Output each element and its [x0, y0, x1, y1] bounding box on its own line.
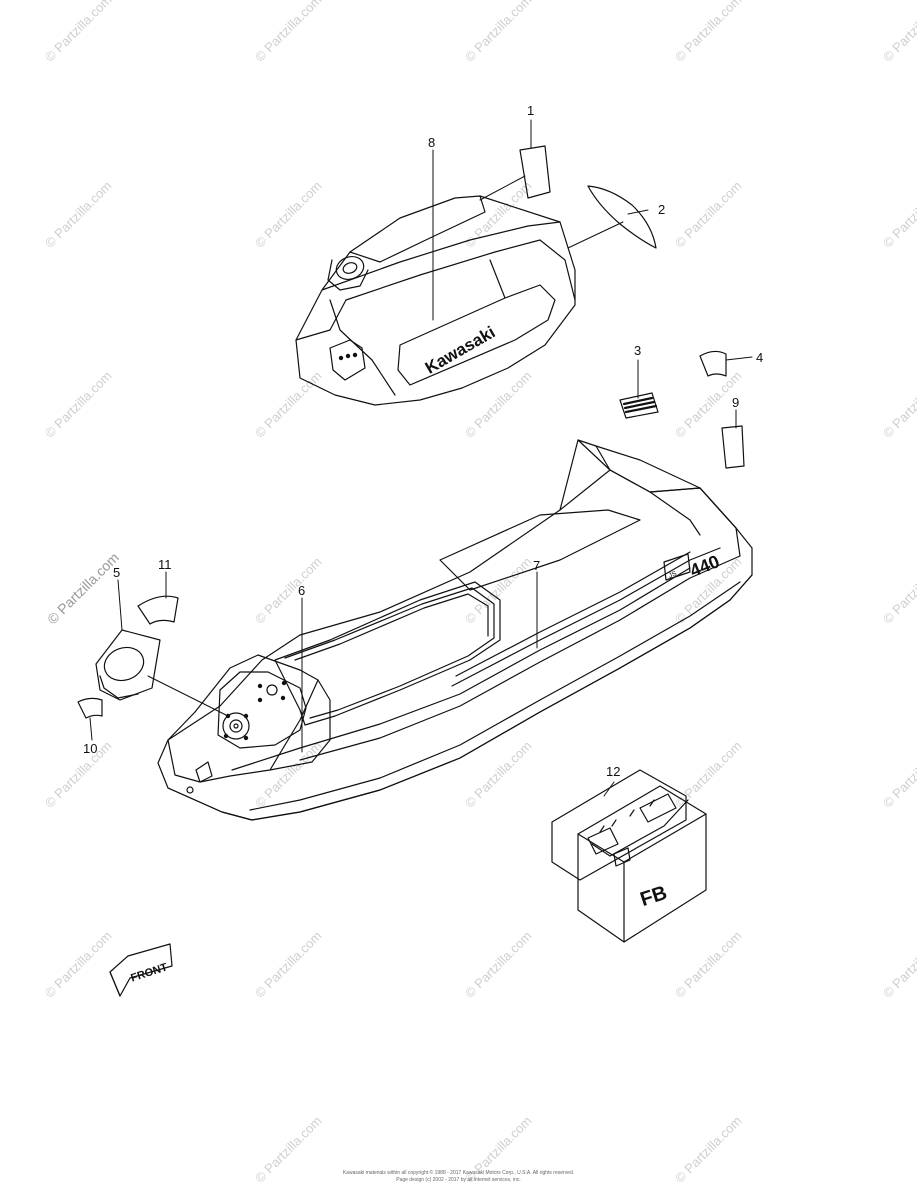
callout-3: 3 — [634, 343, 642, 358]
copyright-line: Kawasaki materials within all copyright … — [342, 1170, 575, 1176]
handle-pole — [167, 654, 331, 794]
callout-4: 4 — [756, 350, 764, 365]
copyright-footer: Kawasaki materials within all copyright … — [300, 1170, 617, 1184]
callout-7: 7 — [533, 558, 541, 573]
engine-hood: Kawasaki — [295, 195, 576, 406]
callout-12: 12 — [606, 764, 621, 779]
decal-10 — [77, 697, 103, 719]
battery: FB — [551, 769, 707, 943]
callout-10: 10 — [83, 741, 98, 756]
callout-2: 2 — [658, 202, 666, 217]
callout-8: 8 — [428, 135, 436, 150]
model-440-decal: 440 — [687, 551, 722, 581]
front-arrow: FRONT — [109, 943, 173, 997]
callout-1: 1 — [527, 103, 535, 118]
decal-3 — [619, 392, 659, 419]
fuel-cap-decal-5 — [95, 629, 161, 701]
callout-9: 9 — [732, 395, 740, 410]
decal-1 — [519, 145, 551, 199]
decal-4 — [699, 350, 727, 377]
battery-fb-label: FB — [638, 882, 670, 911]
decal-9 — [721, 425, 745, 469]
callout-5: 5 — [113, 565, 121, 580]
kawasaki-decal: Kawasaki — [422, 323, 499, 378]
callout-6: 6 — [298, 583, 306, 598]
decal-2 — [587, 185, 657, 249]
front-arrow-label: FRONT — [129, 961, 169, 984]
decal-11 — [137, 595, 179, 625]
leader-lines — [89, 119, 753, 797]
hull: 440 JS — [157, 439, 753, 821]
copyright-line: Page design (c) 2002 - 2017 by all inter… — [396, 1177, 521, 1183]
model-prefix-decal: JS — [668, 570, 679, 580]
callout-11: 11 — [158, 557, 172, 572]
